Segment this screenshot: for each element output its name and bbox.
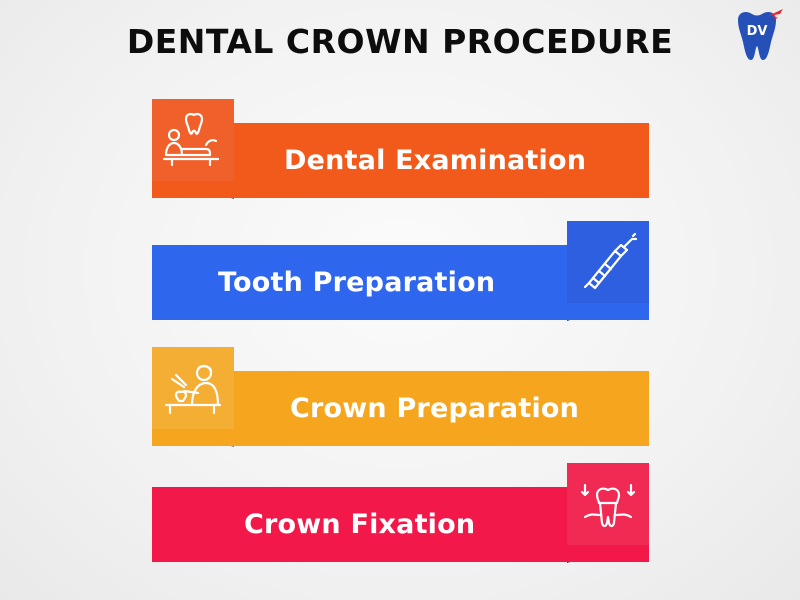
step-label: Crown Fixation	[244, 509, 476, 540]
step-crown-fixation: Crown Fixation	[152, 463, 649, 573]
page-title: DENTAL CROWN PROCEDURE	[126, 22, 674, 61]
dentist-examining-patient-icon	[162, 112, 220, 167]
step-banner: Dental Examination	[152, 123, 649, 198]
step-banner: Crown Fixation	[152, 487, 649, 562]
step-crown-preparation: Crown Preparation	[152, 347, 649, 457]
step-tooth-preparation: Tooth Preparation	[152, 221, 649, 331]
step-dental-examination: Dental Examination	[152, 99, 649, 209]
step-label: Dental Examination	[284, 145, 587, 176]
step-label: Tooth Preparation	[218, 267, 496, 298]
step-icon-box	[567, 463, 649, 545]
step-icon-box	[152, 347, 234, 429]
step-label: Crown Preparation	[290, 393, 580, 424]
step-banner: Crown Preparation	[152, 371, 649, 446]
technician-crafting-crown-icon	[164, 364, 222, 415]
tooth-airplane-logo-icon	[738, 9, 783, 60]
step-icon-box	[567, 221, 649, 303]
step-icon-box	[152, 99, 234, 181]
logo-text: DV	[746, 24, 768, 39]
step-banner: Tooth Preparation	[152, 245, 649, 320]
crown-on-tooth-icon	[580, 483, 636, 528]
dental-drill-icon	[583, 232, 638, 290]
dv-logo: DV	[728, 6, 786, 64]
